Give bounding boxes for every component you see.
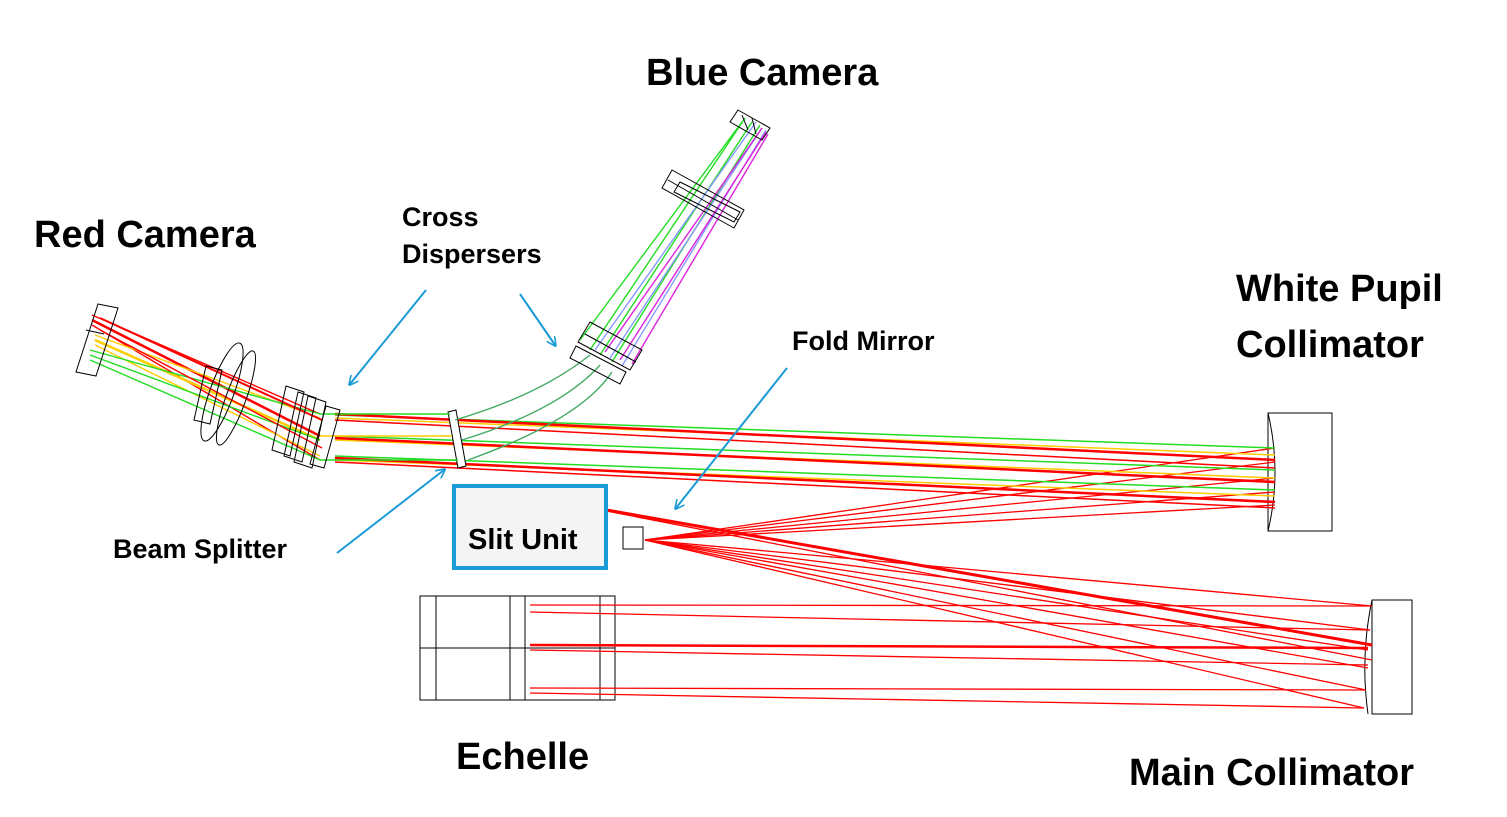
beam-splitter-element — [447, 409, 467, 469]
cross-dispersers-label: Cross Dispersers — [402, 202, 542, 270]
white-pupil-line1: White Pupil — [1236, 268, 1443, 310]
cross-dispersers-line2: Dispersers — [402, 239, 542, 270]
arrow-cross-disperser-blue — [519, 293, 555, 345]
arrow-beam-splitter — [336, 470, 444, 554]
rays-fold-to-main-collimator — [549, 498, 1373, 709]
arrow-fold-mirror — [676, 367, 788, 508]
echelle-label: Echelle — [456, 736, 590, 778]
rays-white-pupil-to-beam-splitter — [334, 412, 1276, 509]
arrow-cross-disperser-red — [350, 289, 427, 384]
white-pupil-collimator-label: White Pupil Collimator — [1236, 268, 1443, 367]
rays-fold-to-white-pupil — [644, 447, 1276, 541]
red-camera-label: Red Camera — [34, 214, 256, 256]
main-collimator-mirror — [1364, 599, 1413, 715]
red-camera-optics — [75, 303, 341, 469]
fold-mirror-element — [622, 526, 644, 550]
slit-unit-box: Slit Unit — [452, 484, 608, 570]
blue-camera-label: Blue Camera — [646, 52, 879, 94]
echelle-grating — [419, 595, 616, 701]
rays-main-collimator-to-echelle — [529, 604, 1373, 709]
slit-unit-label: Slit Unit — [468, 524, 578, 556]
rays-to-blue-camera — [454, 117, 769, 461]
pointer-arrows — [336, 289, 788, 554]
cross-dispersers-line1: Cross — [402, 202, 479, 232]
beam-splitter-label: Beam Splitter — [113, 534, 288, 564]
white-pupil-collimator-mirror — [1267, 412, 1333, 532]
white-pupil-line2: Collimator — [1236, 323, 1424, 366]
blue-camera-optics — [569, 109, 771, 385]
main-collimator-label: Main Collimator — [1129, 752, 1415, 794]
fold-mirror-label: Fold Mirror — [792, 326, 935, 356]
